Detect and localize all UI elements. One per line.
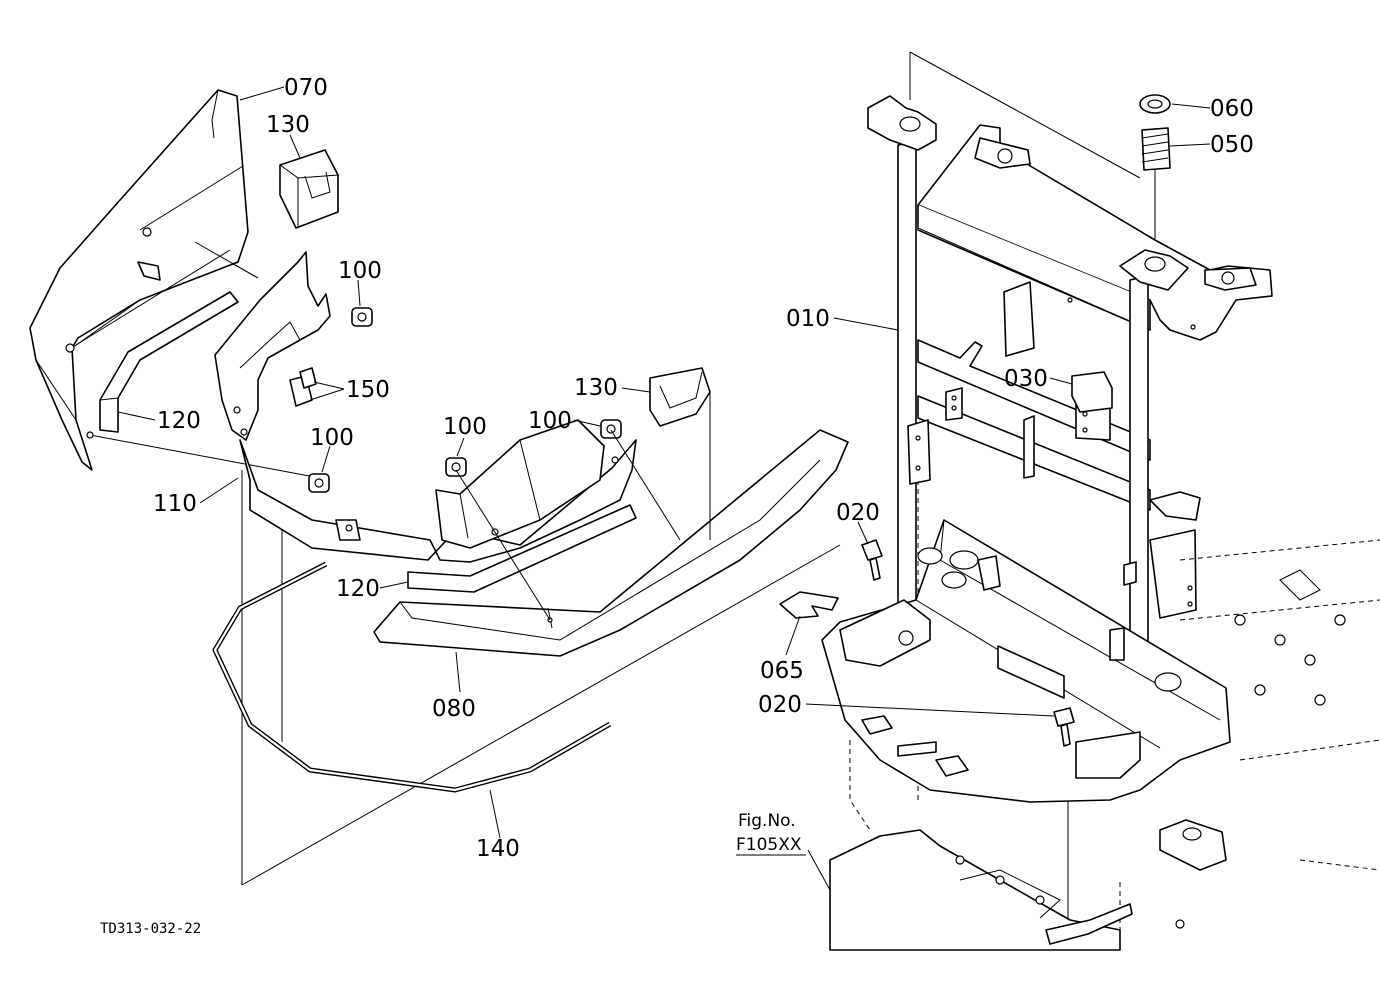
- rubber-block-lower: [649, 367, 711, 540]
- rubber-block-upper: [279, 149, 339, 229]
- bolt-020-a: [861, 539, 883, 581]
- callout-150: 150: [346, 377, 390, 403]
- frame-back-plate: [917, 124, 1273, 341]
- bumper-cover: [373, 429, 849, 657]
- callout-030: 030: [1004, 366, 1048, 392]
- callout-080: 080: [432, 696, 476, 722]
- cap-060: [1139, 94, 1171, 114]
- leader-lines-right: [785, 103, 1211, 891]
- drawing-code: TD313-032-22: [100, 921, 201, 937]
- callout-100-b: 100: [310, 425, 354, 451]
- callout-labels: 070 130 100 150 120 100 110 100 100 130 …: [100, 75, 1254, 937]
- callout-100-a: 100: [338, 258, 382, 284]
- callout-110: 110: [153, 491, 197, 517]
- nut-100-c: [445, 457, 467, 477]
- frame-post-right: [1119, 249, 1189, 744]
- figure-ref-line1: Fig.No.: [738, 811, 796, 831]
- leader-lines-left: [117, 86, 681, 839]
- nut-100-b: [308, 473, 330, 493]
- chassis-frame: [829, 539, 1380, 951]
- callout-100-d: 100: [528, 408, 572, 434]
- side-cover-panel: [29, 89, 259, 471]
- callout-020-lower: 020: [758, 692, 802, 718]
- bolt-020-b: [1053, 707, 1075, 747]
- callout-120-left: 120: [157, 408, 201, 434]
- rubber-pad-030: [1071, 371, 1113, 413]
- callout-020-upper: 020: [836, 500, 880, 526]
- seal-strip-front: [407, 504, 637, 593]
- callout-130-upper: 130: [266, 112, 310, 138]
- base-tray: [821, 519, 1231, 803]
- support-rod: [212, 561, 612, 793]
- callout-100-c: 100: [443, 414, 487, 440]
- callout-070: 070: [284, 75, 328, 101]
- callout-050: 050: [1210, 132, 1254, 158]
- nut-100-a: [351, 307, 373, 327]
- nut-100-d: [600, 419, 622, 439]
- figure-ref-line2: F105XX: [736, 835, 802, 855]
- spring-050: [1141, 127, 1171, 171]
- callout-065: 065: [760, 658, 804, 684]
- callout-130-lower: 130: [574, 375, 618, 401]
- clip-bracket-065: [779, 591, 839, 619]
- callout-060: 060: [1210, 96, 1254, 122]
- callout-120-front: 120: [336, 576, 380, 602]
- callout-140: 140: [476, 836, 520, 862]
- callout-010: 010: [786, 306, 830, 332]
- seal-strip-left: [99, 291, 239, 433]
- bracket-assembly: [214, 251, 331, 441]
